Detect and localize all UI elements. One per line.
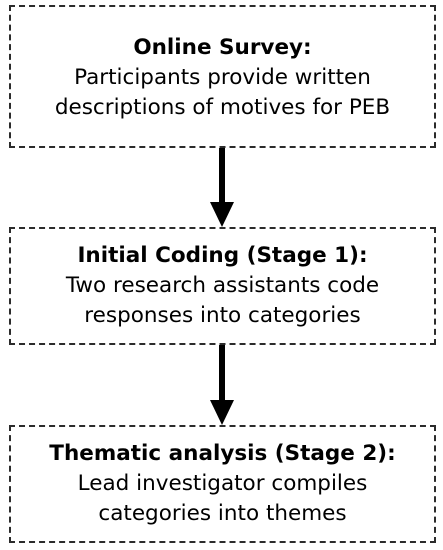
flow-arrow-down — [210, 148, 234, 227]
flow-step-initial-coding: Initial Coding (Stage 1): Two research a… — [9, 227, 436, 345]
step-title: Initial Coding (Stage 1): — [77, 243, 368, 268]
step-description-line: descriptions of motives for PEB — [54, 94, 391, 120]
step-title: Online Survey: — [133, 34, 312, 60]
step-description-line: responses into categories — [84, 303, 361, 328]
step-description-line: Two research assistants code — [65, 273, 380, 298]
step-description-line: Participants provide written — [74, 64, 371, 90]
flow-step-thematic-analysis: Thematic analysis (Stage 2): Lead invest… — [9, 425, 436, 543]
flow-step-online-survey: Online Survey: Participants provide writ… — [9, 5, 436, 148]
flow-arrow-down — [210, 345, 234, 425]
step-description-line: Lead investigator compiles — [77, 471, 368, 496]
step-description-line: categories into themes — [98, 501, 347, 526]
step-title: Thematic analysis (Stage 2): — [49, 441, 396, 466]
